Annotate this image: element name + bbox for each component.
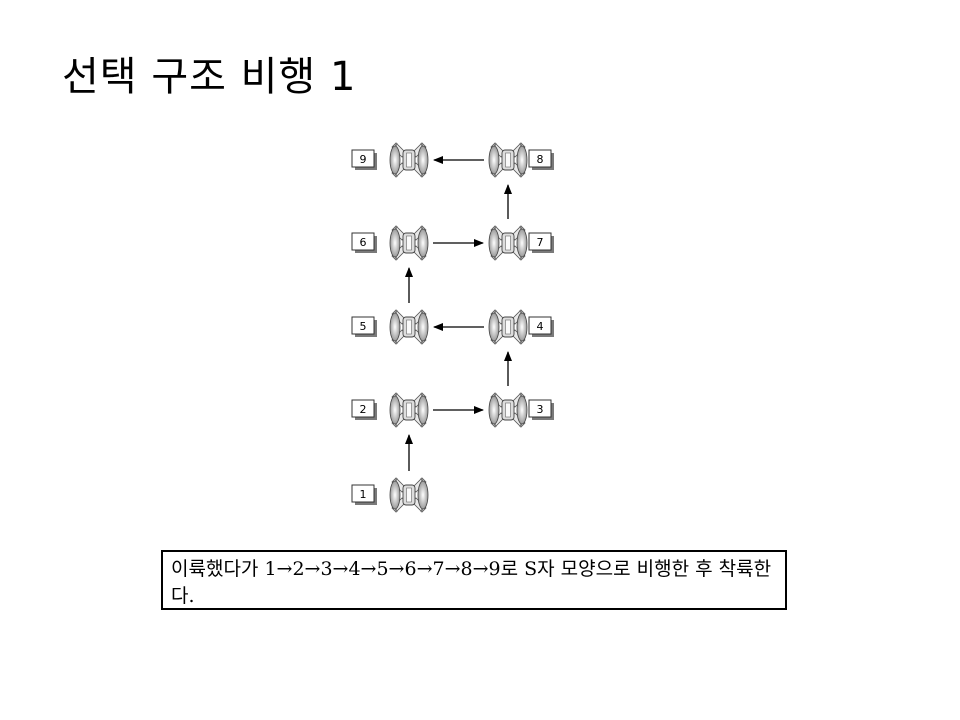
drone-icon xyxy=(488,309,528,345)
drone-icon xyxy=(389,477,429,513)
waypoint-2: 2 xyxy=(351,392,429,428)
step-label: 8 xyxy=(537,153,544,166)
drone-icon xyxy=(389,392,429,428)
step-label: 2 xyxy=(360,403,367,416)
waypoint-1: 1 xyxy=(351,477,429,513)
step-label-box xyxy=(528,316,552,335)
caption-text: 이륙했다가 1→2→3→4→5→6→7→8→9로 S자 모양으로 비행한 후 착… xyxy=(171,558,772,607)
step-label: 6 xyxy=(360,236,367,249)
drone-icon xyxy=(488,225,528,261)
step-label: 1 xyxy=(360,488,367,501)
waypoint-8: 8 xyxy=(488,142,554,178)
drone-icon xyxy=(488,392,528,428)
drone-icon xyxy=(389,142,429,178)
drone-icon xyxy=(389,225,429,261)
waypoint-9: 9 xyxy=(351,142,429,178)
step-label-box xyxy=(528,232,552,251)
caption-box: 이륙했다가 1→2→3→4→5→6→7→8→9로 S자 모양으로 비행한 후 착… xyxy=(161,550,787,610)
step-label-box xyxy=(528,149,552,168)
waypoint-7: 7 xyxy=(488,225,554,261)
step-label-box xyxy=(351,316,375,335)
step-label-box xyxy=(351,232,375,251)
waypoint-3: 3 xyxy=(488,392,554,428)
step-label-box xyxy=(351,484,375,503)
step-label-box xyxy=(528,399,552,418)
waypoint-4: 4 xyxy=(488,309,554,345)
step-label-box xyxy=(351,399,375,418)
drone-icon xyxy=(488,142,528,178)
step-label: 7 xyxy=(537,236,544,249)
step-label-box xyxy=(351,149,375,168)
slide-title: 선택 구조 비행 1 xyxy=(62,54,357,100)
drone-icon xyxy=(389,309,429,345)
step-label: 9 xyxy=(360,153,367,166)
step-label: 5 xyxy=(360,320,367,333)
waypoint-5: 5 xyxy=(351,309,429,345)
step-label: 4 xyxy=(537,320,544,333)
waypoint-6: 6 xyxy=(351,225,429,261)
step-label: 3 xyxy=(537,403,544,416)
